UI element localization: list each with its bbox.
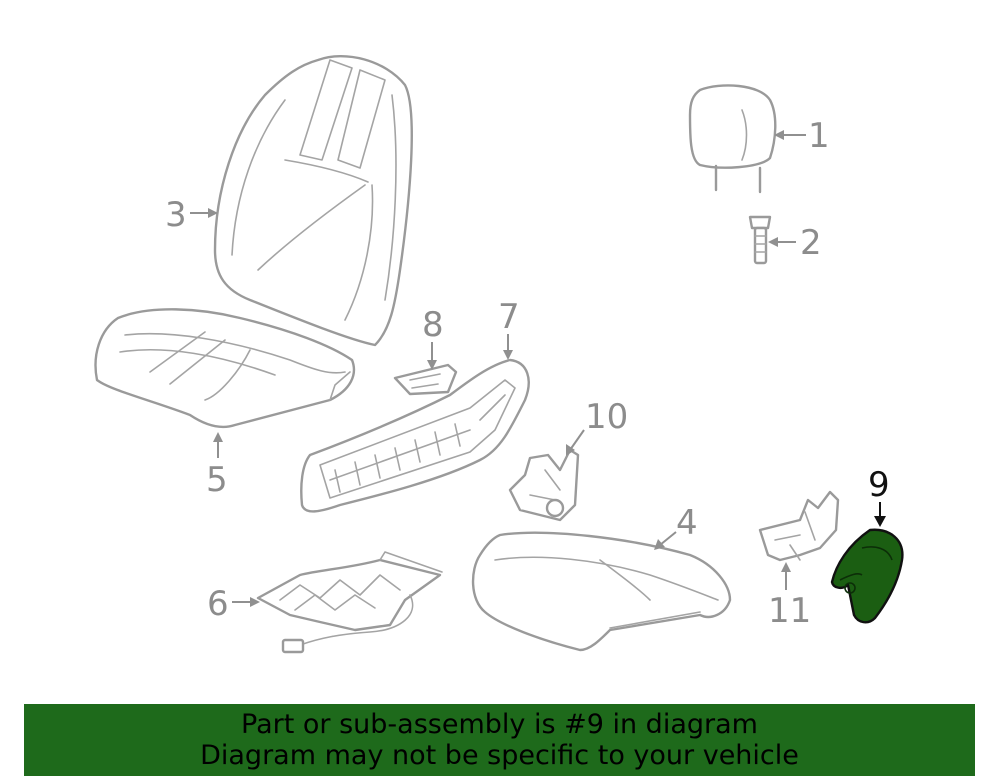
callout-4: 4: [676, 503, 698, 543]
callout-2: 2: [800, 223, 822, 263]
part-9-cover-highlighted: [830, 528, 904, 624]
callout-labels: 1 2 3 8 7 5 10 4 6 11 9: [165, 116, 890, 631]
callout-6: 6: [207, 584, 229, 624]
part-2-guide: [748, 215, 772, 265]
callout-11: 11: [768, 591, 811, 631]
part-6-heater-mat: [256, 551, 443, 654]
callout-3: 3: [165, 195, 187, 235]
part-10-bracket: [508, 448, 580, 522]
callout-10: 10: [585, 397, 628, 437]
part-4-seat-cushion-pad: [471, 531, 732, 652]
part-11-bracket: [758, 490, 840, 562]
parts-diagram: 1 2 3 8 7 5 10 4 6 11 9: [94, 54, 904, 654]
callout-8: 8: [422, 305, 444, 345]
banner-line-1: Part or sub-assembly is #9 in diagram: [241, 709, 758, 740]
banner-line-2: Diagram may not be specific to your vehi…: [200, 740, 799, 771]
callout-5: 5: [206, 460, 228, 500]
part-3-seat-back: [213, 54, 413, 347]
callout-9-highlighted: 9: [868, 465, 890, 505]
callout-7: 7: [498, 297, 520, 337]
part-5-seat-cushion-cover: [94, 308, 356, 429]
part-7-side-frame: [300, 358, 530, 513]
callout-1: 1: [808, 116, 830, 156]
part-1-headrest: [688, 84, 777, 194]
info-banner: Part or sub-assembly is #9 in diagram Di…: [24, 704, 975, 776]
part-8-bracket: [393, 363, 458, 396]
leader-lines: [190, 130, 886, 607]
